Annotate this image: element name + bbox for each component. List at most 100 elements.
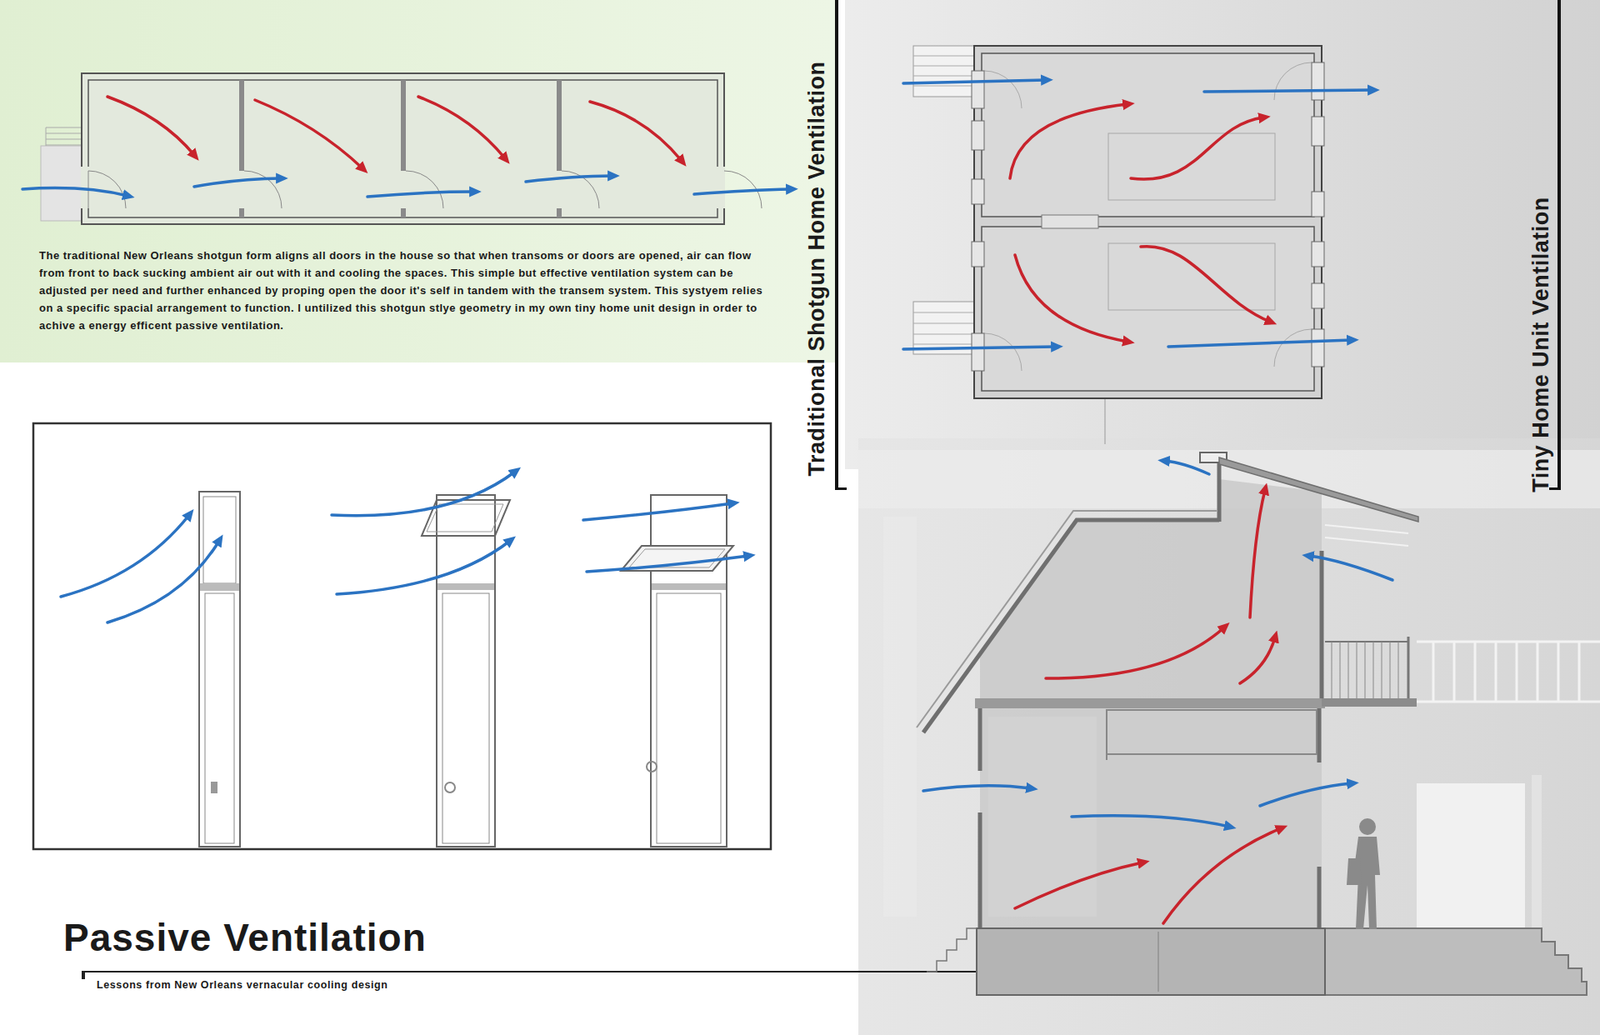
door-tilted-transom: [436, 495, 495, 847]
board-grounds: [0, 0, 837, 363]
plan-openings: [971, 62, 1325, 371]
tiny-home-section: [980, 479, 1322, 699]
tiny-home-plan: [903, 346, 1056, 350]
tiny-home-plan: [913, 334, 975, 335]
shotgun-plan: [107, 96, 195, 155]
board-subtitle-holder: Lessons from New Orleans vernacular cool…: [96, 976, 389, 992]
shotgun-plan: [405, 170, 444, 209]
tiny-home-plan: [984, 70, 1022, 109]
shotgun-plan: [367, 191, 475, 197]
shotgun-plan: [400, 80, 406, 171]
tiny-home-plan: [913, 323, 975, 325]
transom-study: [336, 540, 510, 595]
tiny-home-section: [1106, 710, 1317, 755]
faded-railing: [1416, 640, 1600, 644]
shotgun-plan: [590, 101, 682, 161]
balcony: [1407, 636, 1410, 699]
tiny-home-plan: [1168, 340, 1352, 347]
tiny-home-section: [923, 785, 1031, 791]
door-flat-transom: [656, 593, 721, 844]
transom-study: [33, 423, 771, 850]
shotgun-plan: [45, 127, 82, 146]
tiny-home-section: [976, 928, 1587, 995]
tiny-home-plan: [984, 62, 1312, 371]
section-title-holder: Traditional Shotgun Home Ventilation: [803, 60, 830, 476]
balcony: [1381, 641, 1383, 699]
tiny-home-plan: [903, 45, 1373, 399]
door-flat-transom: [651, 583, 726, 590]
balcony: [1340, 641, 1341, 699]
faded-railing: [1536, 641, 1540, 702]
door-tilted-transom: [426, 504, 504, 532]
tiny-home-section: [1219, 457, 1419, 522]
tiny-home-plan: [1015, 255, 1128, 342]
tiny-home-section: [978, 708, 983, 771]
louver: [1325, 525, 1409, 534]
board-grounds: [845, 0, 1600, 470]
shotgun-plan: [255, 100, 363, 169]
tiny-home-plan: [913, 344, 975, 345]
tiny-home-section: [975, 698, 1325, 709]
balcony: [1348, 641, 1350, 699]
tiny-home-section: [916, 452, 1587, 995]
section-title: Tiny Home Unit Ventilation: [1527, 196, 1554, 493]
door-tilted-transom: [442, 593, 490, 844]
faded-railing: [1432, 641, 1435, 702]
person-figure: [1346, 818, 1380, 930]
tiny-home-section: [1071, 815, 1230, 827]
shotgun-plan: [45, 127, 47, 146]
title-rules: [1105, 398, 1106, 445]
door-tilted-transom: [437, 583, 495, 590]
board-title-holder: Passive Ventilation: [63, 915, 427, 960]
tiny-home-plan: [1108, 133, 1275, 200]
shotgun-plan: [400, 208, 406, 218]
tiny-home-section: [1250, 490, 1265, 618]
tiny-home-plan: [974, 45, 1322, 399]
tiny-home-section: [1163, 828, 1281, 924]
balcony: [1365, 641, 1366, 699]
tiny-home-plan: [1041, 215, 1099, 229]
plan-openings: [971, 70, 985, 109]
shotgun-plan: [194, 178, 281, 187]
transom-study: [107, 540, 220, 623]
door-closed-transom: [210, 781, 218, 794]
door-tilted-transom: [421, 495, 510, 847]
tiny-home-plan: [913, 55, 975, 345]
tiny-home-section: [926, 928, 977, 972]
faded-railing: [1416, 641, 1600, 702]
shotgun-plan: [22, 188, 128, 196]
plan-openings: [1311, 241, 1325, 267]
tiny-home-section: [1240, 637, 1275, 684]
plan-openings: [971, 179, 985, 205]
door-closed-transom: [199, 491, 240, 847]
faded-railing: [1557, 641, 1560, 702]
plan-openings: [1311, 283, 1325, 309]
plan-openings: [971, 333, 985, 371]
plan-openings: [1311, 62, 1325, 100]
description-text: The traditional New Orleans shotgun form…: [39, 246, 766, 335]
plan-openings: [971, 241, 985, 267]
plan-openings: [1311, 191, 1325, 217]
shotgun-plan: [22, 73, 791, 225]
tiny-home-plan: [1010, 104, 1128, 179]
tiny-home-plan: [913, 65, 975, 67]
tiny-home-section: [1309, 555, 1393, 580]
person-figure: [1346, 858, 1362, 885]
balcony: [1331, 641, 1333, 699]
transom-study: [586, 555, 749, 572]
balcony: [1325, 640, 1409, 643]
tiny-home-plan: [1274, 62, 1312, 100]
balcony: [1321, 636, 1417, 707]
tiny-home-section: [1165, 460, 1210, 475]
shotgun-plan: [45, 145, 82, 146]
door-flat-transom: [646, 761, 657, 772]
tiny-home-section: [1260, 783, 1352, 806]
shotgun-plan: [556, 208, 562, 218]
shotgun-plan: [244, 170, 282, 209]
tiny-home-plan: [903, 80, 1046, 84]
door-flat-transom: [620, 495, 734, 847]
shotgun-plan: [81, 73, 725, 225]
